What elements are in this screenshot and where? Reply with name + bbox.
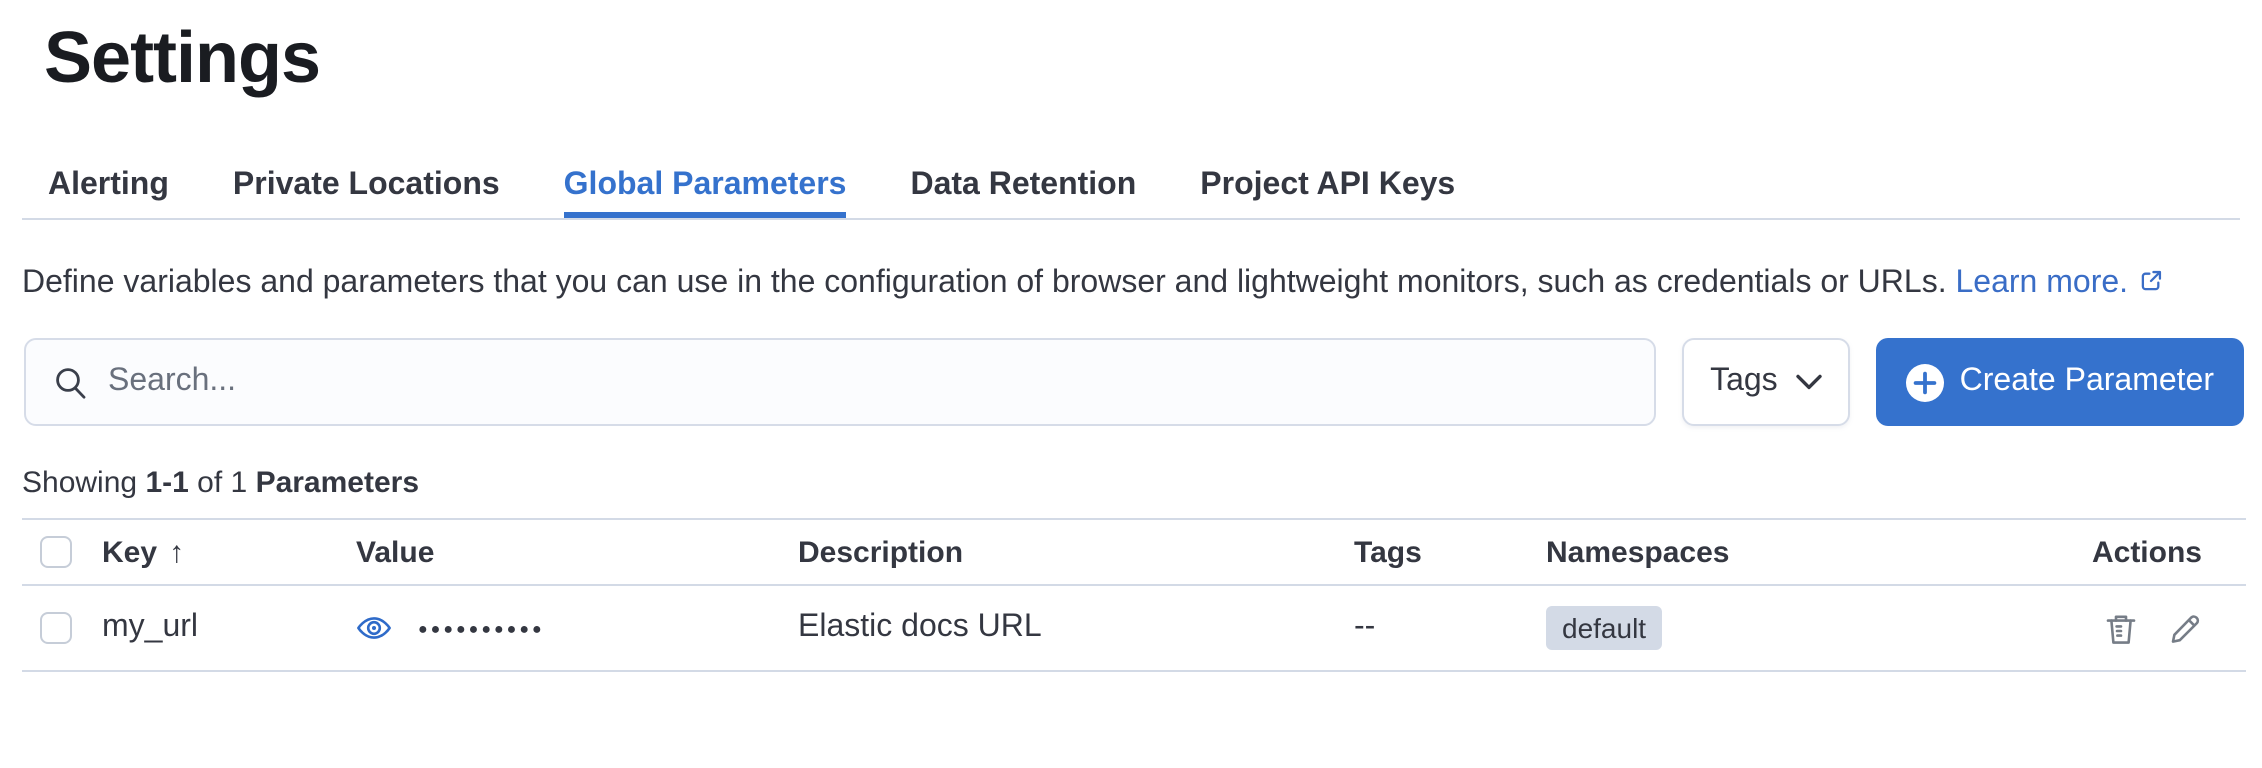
parameter-key: my_url bbox=[102, 610, 199, 644]
eye-icon bbox=[357, 617, 391, 639]
tab-alerting[interactable]: Alerting bbox=[48, 168, 169, 202]
column-header-description: Description bbox=[798, 535, 964, 569]
description-text: Define variables and parameters that you… bbox=[22, 266, 1947, 300]
parameter-value-cell: ●●●●●●●●●● bbox=[332, 612, 774, 644]
parameter-description: Elastic docs URL bbox=[798, 610, 1042, 644]
table-header-row: Key↑ Value Description Tags Namespaces A… bbox=[22, 518, 2246, 586]
search-box[interactable] bbox=[24, 338, 1657, 426]
trash-icon bbox=[2106, 614, 2136, 643]
settings-page: Settings Alerting Private Locations Glob… bbox=[0, 14, 2262, 768]
parameter-tags: -- bbox=[1354, 610, 1376, 644]
page-title: Settings bbox=[44, 16, 321, 98]
column-header-value: Value bbox=[356, 535, 435, 569]
namespace-badge: default bbox=[1546, 606, 1663, 650]
tab-global-parameters[interactable]: Global Parameters bbox=[564, 162, 847, 218]
learn-more-link[interactable]: Learn more. bbox=[1956, 266, 2165, 300]
page-description: Define variables and parameters that you… bbox=[22, 260, 2210, 308]
tags-filter-button[interactable]: Tags bbox=[1682, 338, 1850, 426]
sort-ascending-icon: ↑ bbox=[169, 535, 185, 569]
edit-parameter-button[interactable] bbox=[2168, 611, 2202, 645]
table-summary: Showing 1-1 of 1 Parameters bbox=[22, 466, 2240, 502]
settings-tabs: Alerting Private Locations Global Parame… bbox=[22, 162, 2240, 220]
create-parameter-button[interactable]: Create Parameter bbox=[1875, 338, 2244, 426]
column-header-tags: Tags bbox=[1354, 535, 1422, 569]
external-link-icon bbox=[2141, 270, 2162, 291]
summary-of: of 1 bbox=[197, 466, 248, 500]
parameters-table: Key↑ Value Description Tags Namespaces A… bbox=[22, 518, 2246, 672]
masked-value: ●●●●●●●●●● bbox=[418, 619, 545, 637]
row-checkbox[interactable] bbox=[40, 611, 72, 644]
search-icon bbox=[56, 367, 86, 398]
summary-prefix: Showing bbox=[22, 466, 138, 500]
column-header-namespaces: Namespaces bbox=[1546, 535, 1730, 569]
table-row: my_url ●●●●●●●●●● Elastic docs URL -- de… bbox=[22, 586, 2246, 672]
tab-data-retention[interactable]: Data Retention bbox=[910, 168, 1137, 202]
plus-in-circle-icon bbox=[1905, 363, 1944, 401]
tab-private-locations[interactable]: Private Locations bbox=[232, 168, 500, 202]
search-input[interactable] bbox=[108, 364, 1655, 400]
summary-entity: Parameters bbox=[255, 466, 420, 500]
select-all-checkbox[interactable] bbox=[40, 535, 72, 568]
summary-range: 1-1 bbox=[145, 466, 189, 500]
column-header-key[interactable]: Key↑ bbox=[102, 535, 185, 569]
row-actions bbox=[1922, 611, 2246, 645]
column-header-actions: Actions bbox=[2091, 535, 2202, 569]
tab-project-api-keys[interactable]: Project API Keys bbox=[1200, 168, 1456, 202]
chevron-down-icon bbox=[1795, 374, 1822, 390]
parameters-toolbar: Tags Create Parameter bbox=[24, 338, 2244, 426]
delete-parameter-button[interactable] bbox=[2104, 611, 2138, 645]
pencil-icon bbox=[2171, 614, 2200, 642]
reveal-value-button[interactable] bbox=[356, 612, 392, 644]
